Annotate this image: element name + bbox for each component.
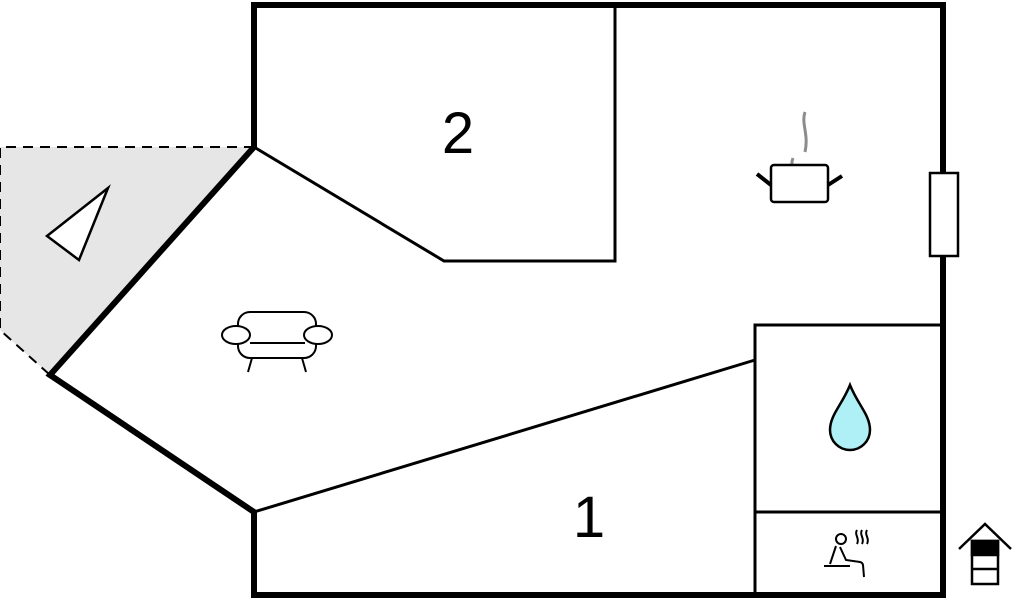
room-label-1: 1: [573, 485, 605, 550]
room-1-wall: [253, 358, 756, 514]
water-drop-icon: [828, 381, 872, 452]
room-2-wall: [253, 5, 617, 263]
outer-wall: [45, 2, 946, 598]
bathroom-wall: [753, 323, 945, 597]
terrace-icon: [44, 184, 111, 262]
sofa-icon: [221, 311, 333, 373]
room-label-2: 2: [442, 101, 474, 166]
house-floor-icon: [958, 522, 1012, 586]
window-icon: [928, 171, 960, 258]
kitchen-pot-icon: [755, 111, 844, 204]
terrace-dashed-border: [0, 146, 254, 376]
terrace-area: [0, 147, 254, 375]
sauna-icon: [824, 529, 869, 578]
